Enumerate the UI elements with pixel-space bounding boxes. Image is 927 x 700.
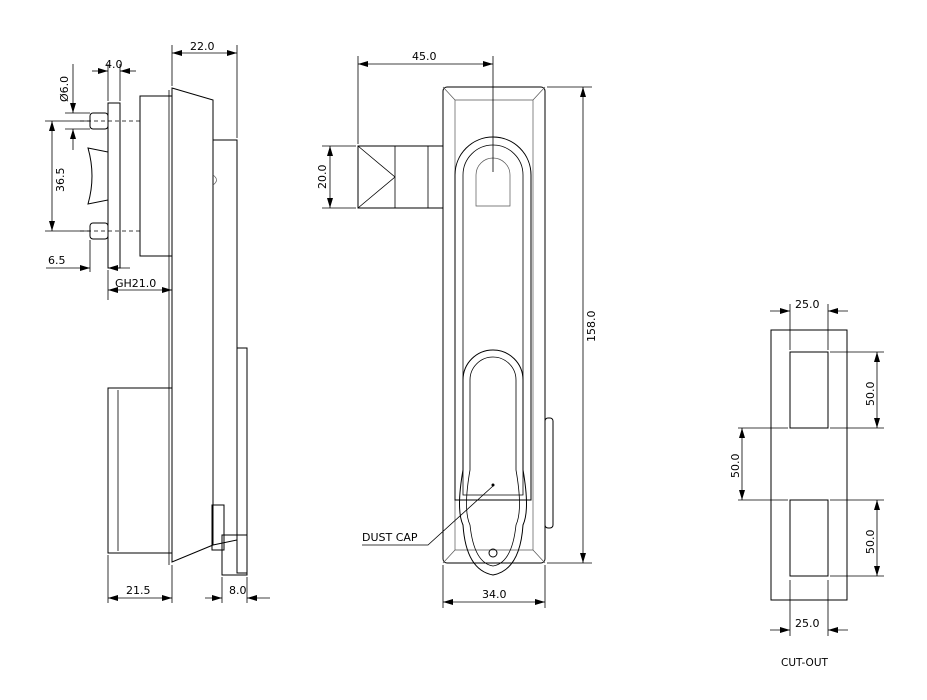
dim-lower-slot: 50.0	[864, 530, 877, 555]
dim-cutout-bottom-width: 25.0	[795, 617, 820, 630]
cam	[87, 147, 109, 205]
dim-projection: 45.0	[412, 50, 437, 63]
dust-cap-callout: DUST CAP	[362, 531, 418, 544]
dim-cam-height: 20.0	[316, 165, 329, 190]
dim-height: 158.0	[585, 311, 598, 343]
cutout-outline	[770, 329, 848, 601]
dim-flange: 4.0	[105, 58, 123, 71]
cutout-slot-lower	[789, 499, 829, 577]
side-view: 22.0 4.0 Ø6.0 36.5 6.5 GH21.0 21.5 8.0	[45, 40, 270, 603]
cutout-slot-upper	[789, 351, 829, 429]
dim-grip: GH21.0	[115, 277, 156, 290]
dim-hole-spacing: 36.5	[54, 168, 67, 193]
dim-gap: 50.0	[729, 454, 742, 479]
lock-block	[107, 387, 173, 554]
dim-offset: 6.5	[48, 254, 66, 267]
cutout-view: 25.0 25.0 50.0 50.0 50.0 CUT-OUT	[729, 298, 884, 669]
front-view: DUST CAP 45.0 20.0 158.0 34.0	[316, 50, 598, 608]
dim-cutout-top-width: 25.0	[795, 298, 820, 311]
handle-slot	[454, 136, 532, 501]
handle-body-side	[171, 87, 214, 563]
dim-upper-slot: 50.0	[864, 382, 877, 407]
housing-block	[139, 95, 173, 257]
dim-diameter: Ø6.0	[58, 76, 71, 102]
rear-plate	[236, 347, 248, 574]
dust-cap-keyhole	[488, 548, 498, 558]
lever	[459, 349, 527, 576]
stud-bottom	[89, 222, 109, 240]
flange	[107, 102, 121, 269]
dim-bottom-depth: 21.5	[126, 584, 151, 597]
dim-top-width: 22.0	[190, 40, 215, 53]
cutout-label: CUT-OUT	[781, 657, 828, 669]
dim-plate: 8.0	[229, 584, 247, 597]
handle-frame	[442, 86, 546, 564]
stud-top	[89, 112, 109, 130]
dim-width: 34.0	[482, 588, 507, 601]
cam-front	[357, 145, 444, 209]
